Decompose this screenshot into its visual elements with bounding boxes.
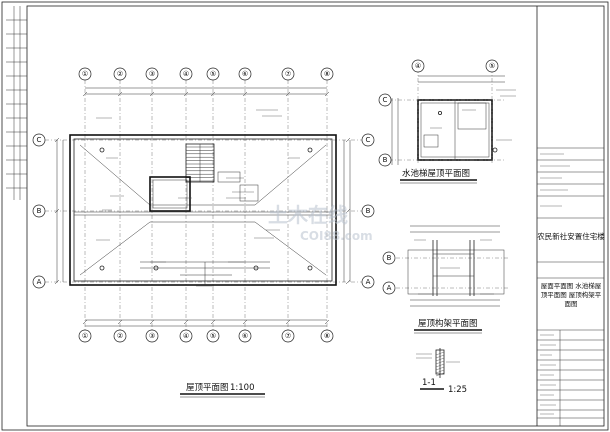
axis-bubble-bottom-2: ② bbox=[113, 329, 127, 343]
axis-bubble-bottom-7-label: ⑦ bbox=[285, 332, 291, 340]
gutter-details bbox=[140, 261, 270, 285]
axis-bubble-bottom-1-label: ① bbox=[82, 332, 88, 340]
axis-bubble-top-5: ⑤ bbox=[206, 67, 220, 81]
axis-bubble-top-3-label: ③ bbox=[149, 70, 155, 78]
project-name: 农民新社安置住宅楼 bbox=[537, 231, 605, 241]
axis-bubble-right-a: A bbox=[361, 275, 375, 289]
frame-axis-row-b-label: B bbox=[387, 254, 392, 262]
axis-bubble-bottom-6-label: ⑥ bbox=[242, 332, 248, 340]
axis-bubble-top-7-label: ⑦ bbox=[285, 70, 291, 78]
drawing-name: 屋面平面图 水池梯屋顶平面图 屋顶构架平面图 bbox=[540, 282, 602, 308]
tank-axis-col-1: ④ bbox=[411, 59, 425, 73]
section-scale: 1:25 bbox=[448, 385, 467, 395]
tank-roof-plan-title: 水池梯屋顶平面图 bbox=[402, 168, 470, 179]
roof-slope-lines bbox=[79, 144, 327, 276]
axis-bubble-top-6: ⑥ bbox=[238, 67, 252, 81]
frame-axis-row-a: A bbox=[382, 281, 396, 295]
watermark: 土木在线 COI88.com bbox=[268, 203, 373, 243]
axis-bubble-bottom-8-label: ⑧ bbox=[324, 332, 330, 340]
watermark-text: 土木在线 bbox=[268, 203, 348, 227]
title-block: 农民新社安置住宅楼 屋面平面图 水池梯屋顶平面图 屋顶构架平面图 bbox=[536, 6, 605, 426]
roof-parapet-outline bbox=[69, 134, 337, 286]
axis-bubble-top-3: ③ bbox=[145, 67, 159, 81]
axis-bubble-left-a-label: A bbox=[37, 278, 42, 286]
axis-bubble-bottom-8: ⑧ bbox=[320, 329, 334, 343]
axis-bubble-right-c-label: C bbox=[366, 136, 371, 144]
axis-bubble-bottom-5: ⑤ bbox=[206, 329, 220, 343]
axis-bubble-bottom-2-label: ② bbox=[117, 332, 123, 340]
axis-bubble-bottom-1: ① bbox=[78, 329, 92, 343]
axis-bubble-top-2-label: ② bbox=[117, 70, 123, 78]
frame-axis-bubbles: BA bbox=[382, 251, 396, 295]
section-1-1: 1-1 1:25 bbox=[416, 348, 467, 395]
roof-inner-line bbox=[73, 138, 333, 282]
tank-axis-row-c: C bbox=[378, 93, 392, 107]
axis-bubble-bottom-4: ④ bbox=[179, 329, 193, 343]
frame-axis-row-b: B bbox=[382, 251, 396, 265]
axis-bubble-left-c: C bbox=[32, 133, 46, 147]
tank-axis-col-1-label: ④ bbox=[415, 62, 421, 70]
axis-bubble-bottom-6: ⑥ bbox=[238, 329, 252, 343]
roof-plan: ① ② ③ ④ ⑤ ⑥ ⑦ ⑧ ① ② ③ ④ ⑤ ⑥ ⑦ ⑧ C B A C B A 屋顶平面图 1:100 bbox=[32, 67, 375, 398]
tank-room-box bbox=[149, 176, 191, 212]
axis-bubble-top-8: ⑧ bbox=[320, 67, 334, 81]
axis-bubble-top-6-label: ⑥ bbox=[242, 70, 248, 78]
roof-axis-bubbles-bottom: ① ② ③ ④ ⑤ ⑥ ⑦ ⑧ bbox=[78, 329, 334, 343]
roof-axis-bubbles-top: ① ② ③ ④ ⑤ ⑥ ⑦ ⑧ bbox=[78, 67, 334, 81]
roof-frame-plan: BA 屋顶构架平面图 bbox=[382, 225, 510, 334]
axis-bubble-bottom-7: ⑦ bbox=[281, 329, 295, 343]
tank-axis-col-2-label: ⑤ bbox=[489, 62, 495, 70]
tank-roof-plan: ④ ⑤ C B 水池梯屋顶平面图 bbox=[378, 59, 516, 184]
tank-axis-bubbles: ④ ⑤ C B bbox=[378, 59, 499, 167]
axis-bubble-top-7: ⑦ bbox=[281, 67, 295, 81]
axis-bubble-top-4: ④ bbox=[179, 67, 193, 81]
frame-axis-row-a-label: A bbox=[387, 284, 392, 292]
axis-bubble-top-2: ② bbox=[113, 67, 127, 81]
tank-axis-col-2: ⑤ bbox=[485, 59, 499, 73]
axis-bubble-bottom-5-label: ⑤ bbox=[210, 332, 216, 340]
tank-axis-row-b-label: B bbox=[383, 156, 388, 164]
axis-bubble-top-8-label: ⑧ bbox=[324, 70, 330, 78]
axis-bubble-bottom-3: ③ bbox=[145, 329, 159, 343]
axis-bubble-right-c: C bbox=[361, 133, 375, 147]
tank-axis-row-c-label: C bbox=[383, 96, 388, 104]
axis-bubble-right-b: B bbox=[361, 204, 375, 218]
roof-plan-scale: 1:100 bbox=[230, 383, 255, 393]
roof-axis-bubbles-right: C B A bbox=[361, 133, 375, 289]
axis-bubble-left-b: B bbox=[32, 204, 46, 218]
axis-bubble-right-a-label: A bbox=[366, 278, 371, 286]
inner-frame bbox=[26, 5, 605, 427]
axis-bubble-left-b-label: B bbox=[37, 207, 42, 215]
roof-frame-plan-title: 屋顶构架平面图 bbox=[418, 318, 478, 329]
roof-plan-title: 屋顶平面图 bbox=[186, 383, 229, 393]
axis-bubble-top-4-label: ④ bbox=[183, 70, 189, 78]
axis-bubble-left-a: A bbox=[32, 275, 46, 289]
section-label: 1-1 bbox=[422, 378, 436, 388]
axis-bubble-left-c-label: C bbox=[37, 136, 42, 144]
binding-margin bbox=[6, 6, 27, 200]
axis-bubble-bottom-4-label: ④ bbox=[183, 332, 189, 340]
tank-axis-row-b: B bbox=[378, 153, 392, 167]
axis-bubble-right-b-label: B bbox=[366, 207, 371, 215]
watermark-sub: COI88.com bbox=[300, 229, 373, 243]
axis-bubble-bottom-3-label: ③ bbox=[149, 332, 155, 340]
axis-bubble-top-1-label: ① bbox=[82, 70, 88, 78]
axis-bubble-top-5-label: ⑤ bbox=[210, 70, 216, 78]
roof-axis-bubbles-left: C B A bbox=[32, 133, 46, 289]
axis-bubble-top-1: ① bbox=[78, 67, 92, 81]
